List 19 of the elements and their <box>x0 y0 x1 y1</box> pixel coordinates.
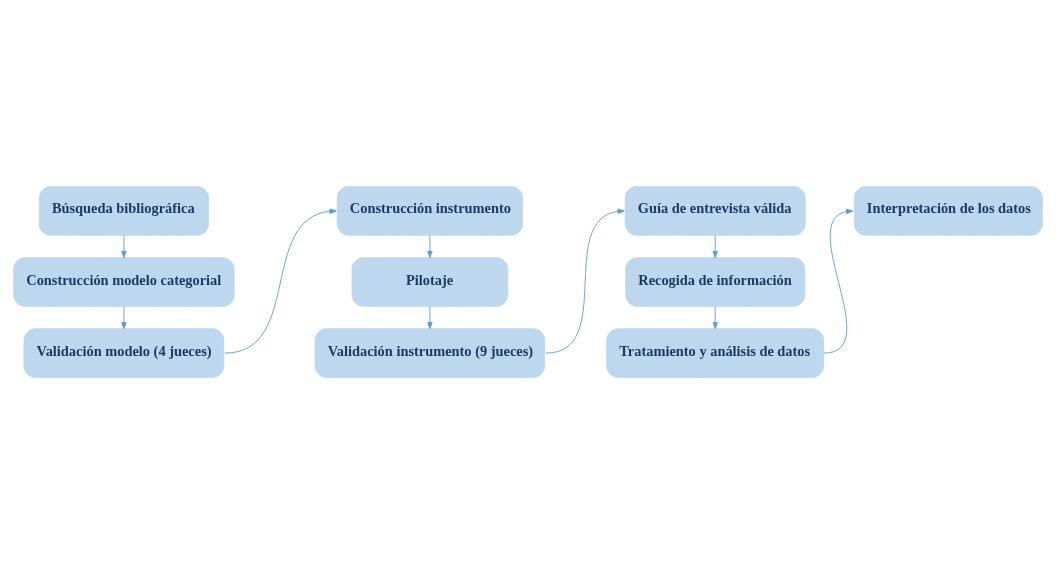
node-box: Construcción instrumento <box>336 185 524 236</box>
arrow <box>427 234 433 258</box>
arrow <box>712 234 718 258</box>
arrow <box>427 305 433 329</box>
arrow <box>712 305 718 329</box>
arrow <box>823 208 854 354</box>
node-box: Construcción modelo categorial <box>13 256 235 307</box>
node-box: Recogida de información <box>625 256 806 307</box>
node-box: Pilotaje <box>351 256 509 307</box>
node-box: Interpretación de los datos <box>853 185 1043 236</box>
arrow <box>545 208 625 354</box>
arrow <box>121 305 127 329</box>
node-box: Guía de entrevista válida <box>624 185 806 236</box>
node-box: Validación modelo (4 jueces) <box>23 327 225 378</box>
node-box: Búsqueda bibliográfica <box>38 185 209 236</box>
arrow <box>121 234 127 258</box>
arrow <box>224 208 337 354</box>
node-box: Validación instrumento (9 jueces) <box>314 327 546 378</box>
node-box: Tratamiento y análisis de datos <box>606 327 825 378</box>
